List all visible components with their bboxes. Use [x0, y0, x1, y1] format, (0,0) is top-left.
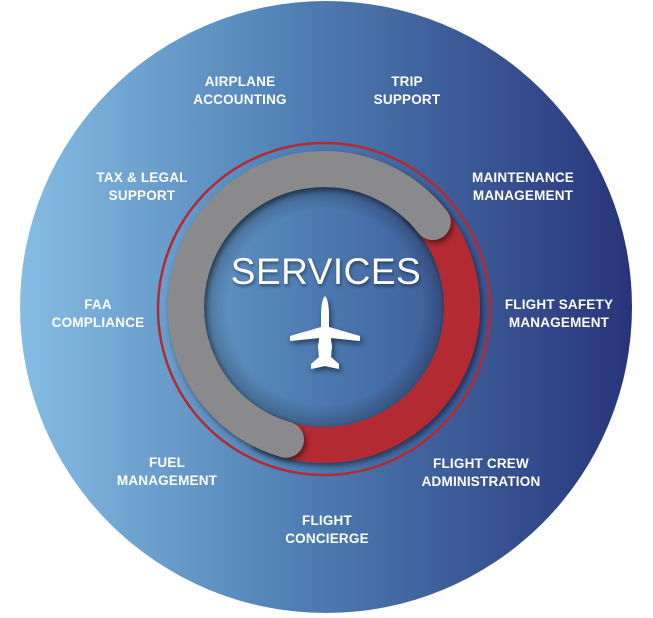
- service-airplane-accounting: AIRPLANE ACCOUNTING: [193, 73, 287, 109]
- service-tax-legal-support: TAX & LEGAL SUPPORT: [96, 169, 187, 205]
- red-ring-arc: [250, 187, 480, 463]
- service-flight-concierge: FLIGHT CONCIERGE: [285, 512, 369, 548]
- thin-red-ring: [156, 141, 492, 477]
- service-flight-safety-management: FLIGHT SAFETY MANAGEMENT: [505, 296, 613, 332]
- service-flight-crew-administration: FLIGHT CREW ADMINISTRATION: [422, 455, 541, 491]
- label-line: ADMINISTRATION: [421, 474, 541, 489]
- label-line: FLIGHT CREW: [433, 456, 529, 471]
- label-line: SUPPORT: [108, 188, 176, 203]
- label-line: MAINTENANCE: [472, 170, 574, 185]
- label-line: CONCIERGE: [285, 531, 369, 546]
- label-line: TRIP: [391, 74, 423, 89]
- label-line: FLIGHT: [302, 513, 352, 528]
- airplane-icon: [290, 296, 360, 369]
- label-line: SUPPORT: [373, 92, 441, 107]
- label-line: COMPLIANCE: [51, 315, 145, 330]
- services-title: SERVICES: [230, 251, 422, 292]
- service-faa-compliance: FAA COMPLIANCE: [52, 296, 145, 332]
- label-line: FUEL: [148, 455, 186, 470]
- label-line: MANAGEMENT: [508, 315, 610, 330]
- label-line: AIRPLANE: [204, 74, 276, 89]
- service-maintenance-management: MAINTENANCE MANAGEMENT: [472, 169, 574, 205]
- label-line: MANAGEMENT: [472, 188, 574, 203]
- label-line: MANAGEMENT: [116, 473, 218, 488]
- service-fuel-management: FUEL MANAGEMENT: [117, 454, 217, 490]
- label-line: ACCOUNTING: [193, 92, 287, 107]
- label-line: FAA: [84, 297, 112, 312]
- label-line: TAX & LEGAL: [96, 170, 188, 185]
- label-line: FLIGHT SAFETY: [504, 297, 614, 312]
- service-trip-support: TRIP SUPPORT: [374, 73, 441, 109]
- gray-ring-arc: [168, 151, 451, 458]
